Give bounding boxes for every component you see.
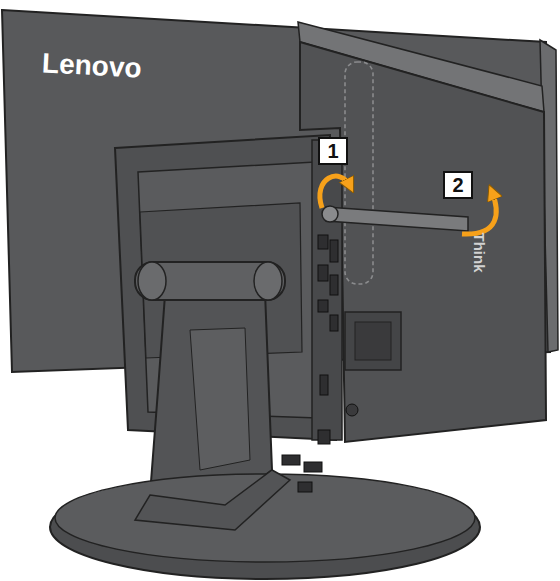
stand-handle (135, 262, 285, 300)
lock-bar (326, 207, 468, 231)
base-port (298, 482, 312, 492)
port (318, 265, 328, 281)
stand-neck (150, 292, 272, 505)
cover-body (300, 42, 546, 442)
port (330, 275, 338, 295)
port (318, 430, 330, 444)
rotate-arrow (320, 176, 350, 208)
handle-end (138, 262, 166, 300)
port-column (312, 140, 342, 440)
lock-slot (346, 404, 358, 416)
cover-block-inner (355, 322, 391, 360)
handle-end (254, 262, 282, 300)
callout-number: 1 (318, 137, 348, 165)
callout-text: 1 (327, 141, 338, 161)
brand-logo: Think (472, 232, 487, 272)
neck-face (190, 328, 250, 470)
callout-number: 2 (443, 171, 473, 199)
port (330, 240, 338, 262)
port (330, 315, 338, 331)
port (318, 300, 328, 312)
base-port (304, 462, 322, 472)
thumbscrew (322, 206, 338, 222)
port (318, 235, 328, 249)
hidden-cable (345, 62, 373, 284)
cover-block (345, 312, 401, 370)
port (320, 375, 328, 395)
base-port (282, 455, 300, 465)
neck-foot (135, 470, 290, 530)
brand-logo: Lenovo (41, 49, 142, 82)
callout-text: 2 (452, 175, 463, 195)
